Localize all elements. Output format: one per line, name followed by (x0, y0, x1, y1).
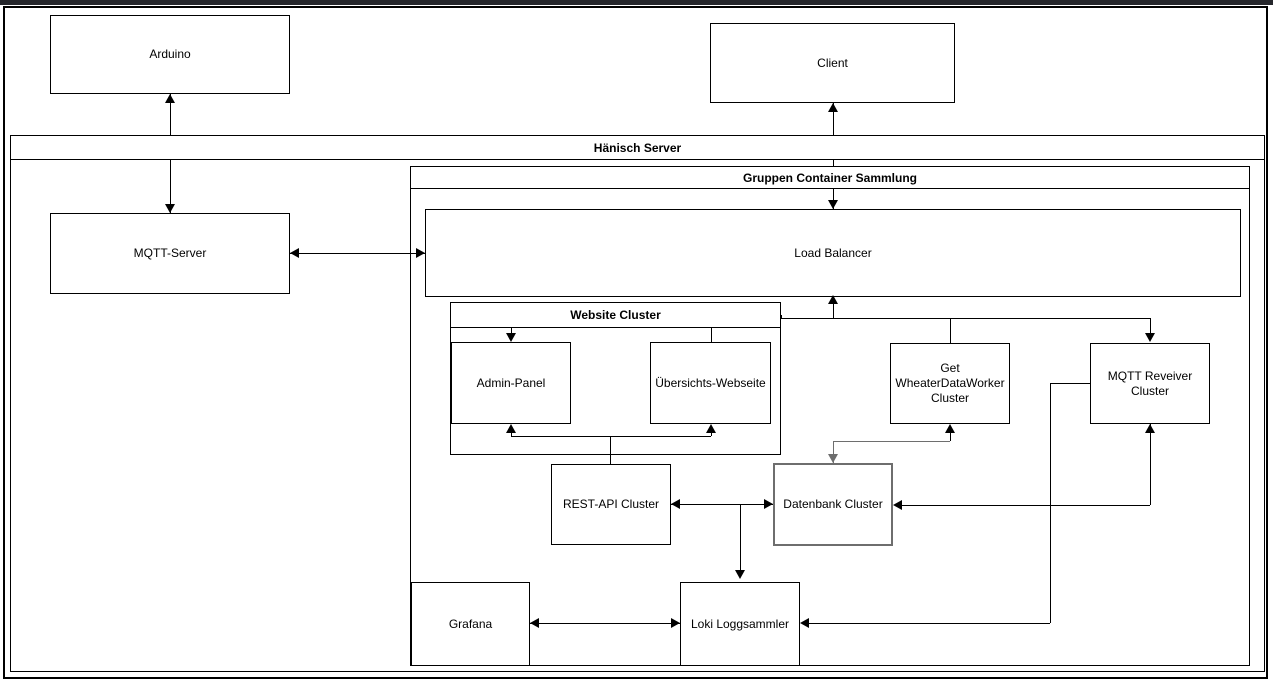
edge-weather-to-datenbank-h (833, 441, 950, 442)
edge-mqtt-receiver-to-datenbank (902, 505, 1150, 506)
node-client[interactable]: Client (710, 23, 955, 103)
arrowhead-loki-left-in (671, 618, 680, 628)
edge-mqtt-server-load-balancer (290, 253, 425, 254)
arrowhead-grafana-left (530, 618, 539, 628)
edge-split-to-overview (711, 432, 712, 436)
edge-mqtt-receiver-to-loki-h (809, 623, 1050, 624)
arrowhead-loki-right-in (800, 618, 809, 628)
node-loki-loggsammler[interactable]: Loki Loggsammler (680, 582, 800, 666)
arrowhead-datenbank-right (764, 499, 773, 509)
arrowhead-weather-worker-up (945, 424, 955, 433)
edge-split-to-admin-panel (511, 432, 512, 436)
edge-mqtt-receiver-down (1150, 424, 1151, 505)
arrowhead-client-up (828, 103, 838, 112)
edge-bus-to-load-balancer (833, 297, 834, 318)
edge-rest-api-split (511, 436, 711, 437)
edge-bus-to-mqtt-receiver (1150, 318, 1151, 335)
arrowhead-mqtt-server-down (165, 204, 175, 213)
edge-grafana-loki (530, 623, 680, 624)
arrowhead-datenbank-top-down (828, 454, 838, 463)
arrowhead-mqtt-receiver-bottom-up (1145, 424, 1155, 433)
edge-rest-api-datenbank (671, 504, 773, 505)
edge-bus-to-weather-worker (950, 318, 951, 343)
container-gruppen-sammlung-title: Gruppen Container Sammlung (410, 166, 1250, 189)
arrowhead-overview-bottom-up (706, 424, 716, 433)
arrowhead-rest-api-left (671, 499, 680, 509)
arrowhead-arduino-up (165, 94, 175, 103)
arrowhead-load-balancer-right (416, 248, 425, 258)
edge-mqtt-receiver-to-loki-v (1050, 383, 1051, 623)
window-titlebar (0, 0, 1273, 5)
arrowhead-admin-panel-down (506, 333, 516, 342)
edge-cluster-top-to-overview (711, 315, 712, 342)
node-arduino[interactable]: Arduino (50, 15, 290, 94)
node-mqtt-server[interactable]: MQTT-Server (50, 213, 290, 294)
node-datenbank-cluster[interactable]: Datenbank Cluster (773, 463, 893, 546)
node-get-wheater-dataworker-cluster[interactable]: Get WheaterDataWorker Cluster (890, 343, 1010, 424)
edge-website-cluster-to-bus (781, 315, 782, 319)
container-website-cluster-title: Website Cluster (450, 302, 781, 328)
edge-mqtt-receiver-left-stub (1050, 383, 1090, 384)
arrowhead-loki-down (735, 570, 745, 579)
arrowhead-mqtt-server-left (290, 248, 299, 258)
arrowhead-mqtt-receiver-down (1145, 333, 1155, 342)
edge-bus-load-balancer-row (781, 318, 1151, 319)
node-uebersichts-webseite[interactable]: Übersichts-Webseite (650, 342, 771, 424)
node-grafana[interactable]: Grafana (411, 582, 530, 666)
arrowhead-datenbank-right-in (893, 500, 902, 510)
node-admin-panel[interactable]: Admin-Panel (451, 342, 571, 424)
node-load-balancer[interactable]: Load Balancer (425, 209, 1241, 297)
arrowhead-load-balancer-bottom-up (828, 295, 838, 304)
arrowhead-admin-panel-bottom-up (506, 424, 516, 433)
container-haenisch-server-title: Hänisch Server (10, 135, 1265, 160)
edge-rest-api-up-stem (610, 436, 611, 464)
edge-weather-worker-up (950, 432, 951, 441)
node-mqtt-reveiver-cluster[interactable]: MQTT Reveiver Cluster (1090, 343, 1210, 424)
node-rest-api-cluster[interactable]: REST-API Cluster (551, 464, 671, 545)
edge-weather-to-datenbank-down (833, 441, 834, 463)
diagram-page-frame (3, 6, 1268, 679)
edge-cluster-top-to-admin-panel (511, 328, 512, 336)
arrowhead-load-balancer-down (828, 200, 838, 209)
edge-tap-to-loki (740, 504, 741, 573)
